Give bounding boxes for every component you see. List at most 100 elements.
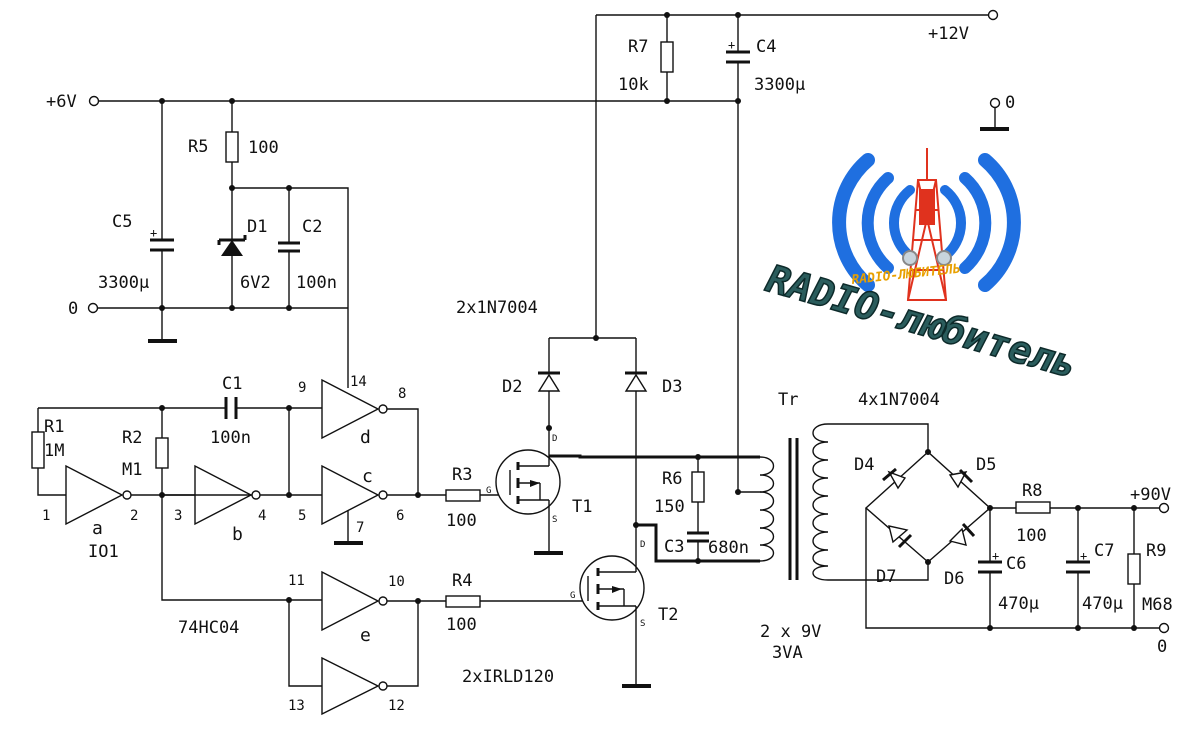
r9-name: R9 bbox=[1146, 541, 1166, 561]
capacitor-c7: + C7 470µ bbox=[1066, 508, 1123, 628]
svg-text:8: 8 bbox=[398, 386, 406, 402]
svg-text:3: 3 bbox=[174, 508, 182, 524]
wire-t1-drain-to-transformer bbox=[549, 454, 760, 459]
resistor-r8: R8 100 bbox=[1015, 481, 1051, 546]
tr-name: Tr bbox=[778, 390, 798, 410]
radio-tower-icon bbox=[902, 148, 952, 301]
resistor-r4: R4 100 bbox=[445, 571, 588, 635]
svg-text:14: 14 bbox=[350, 374, 367, 390]
ground-terminal-top-right: 0 bbox=[980, 93, 1015, 131]
svg-text:G: G bbox=[570, 591, 575, 601]
rail-6v: +6V bbox=[46, 92, 741, 112]
gate-d-label: d bbox=[360, 427, 371, 448]
svg-text:S: S bbox=[640, 619, 645, 629]
r7-value: 10k bbox=[618, 75, 649, 95]
diode-d5 bbox=[948, 468, 974, 489]
rail-zero-left: 0 bbox=[68, 299, 348, 343]
svg-text:13: 13 bbox=[288, 698, 305, 714]
terminal-zero-left[interactable] bbox=[87, 302, 99, 314]
diode-d3: D3 bbox=[624, 338, 682, 525]
capacitor-c4: + C4 3300µ bbox=[726, 15, 805, 101]
mosfet-t2: G D S T2 bbox=[570, 525, 678, 688]
svg-text:5: 5 bbox=[298, 508, 306, 524]
c3-value: 680n bbox=[708, 538, 749, 558]
c6-name: C6 bbox=[1006, 554, 1026, 574]
svg-text:D: D bbox=[640, 540, 645, 550]
wire-transformer-center-tap bbox=[737, 101, 760, 493]
r2-name: R2 bbox=[122, 428, 142, 448]
r6-name: R6 bbox=[662, 469, 682, 489]
resistor-r7: R7 10k bbox=[618, 15, 674, 104]
tr-rating-2: 3VA bbox=[772, 643, 803, 663]
svg-text:12: 12 bbox=[388, 698, 405, 714]
r7-name: R7 bbox=[628, 37, 648, 57]
c5-value: 3300µ bbox=[98, 273, 149, 293]
svg-text:S: S bbox=[552, 515, 557, 525]
svg-text:9: 9 bbox=[298, 380, 306, 396]
c1-name: C1 bbox=[222, 374, 242, 394]
r5-name: R5 bbox=[188, 137, 208, 157]
c4-value: 3300µ bbox=[754, 75, 805, 95]
svg-text:7: 7 bbox=[356, 520, 364, 536]
inverter-gate-b: b 3 4 bbox=[162, 464, 266, 545]
gate-b-label: b bbox=[232, 524, 243, 545]
t1-name: T1 bbox=[572, 497, 592, 517]
wire-secondary-top bbox=[828, 423, 929, 452]
terminal-zero-out[interactable] bbox=[1158, 622, 1170, 634]
svg-text:6: 6 bbox=[396, 508, 404, 524]
resistor-r5: R5 100 bbox=[188, 101, 279, 188]
inverter-gate-f: 13 12 bbox=[288, 601, 419, 716]
radio-lyubitel-logo: RADIO-ЛЮБИТЕЛЬ RADIO-любитель bbox=[761, 148, 1082, 388]
r4-value: 100 bbox=[446, 615, 477, 635]
capacitor-c6: + C6 470µ bbox=[978, 508, 1039, 628]
label-zero-top: 0 bbox=[1005, 93, 1015, 113]
resistor-r2: R2 M1 bbox=[122, 408, 169, 495]
svg-text:+: + bbox=[150, 226, 157, 240]
r3-value: 100 bbox=[446, 511, 477, 531]
d1-value: 6V2 bbox=[240, 273, 271, 293]
svg-text:+: + bbox=[992, 549, 999, 563]
c1-value: 100n bbox=[210, 428, 251, 448]
ic-part: 74HC04 bbox=[178, 618, 239, 638]
gate-a-label: a bbox=[92, 518, 103, 539]
label-zero-left: 0 bbox=[68, 299, 78, 319]
bridge-part: 4x1N7004 bbox=[858, 390, 940, 410]
terminal-90v[interactable] bbox=[1158, 502, 1170, 514]
r8-name: R8 bbox=[1022, 481, 1042, 501]
label-zero-out: 0 bbox=[1157, 637, 1167, 657]
c2-value: 100n bbox=[296, 273, 337, 293]
terminal-12v[interactable] bbox=[987, 9, 999, 21]
capacitor-c1: C1 100n bbox=[162, 374, 289, 448]
t2-name: T2 bbox=[658, 605, 678, 625]
diode-d6 bbox=[948, 522, 976, 546]
d4-name: D4 bbox=[854, 455, 874, 475]
r2-value: M1 bbox=[122, 460, 142, 480]
rail-12v: +12V bbox=[596, 9, 999, 44]
wire-secondary-bottom bbox=[828, 562, 929, 581]
wire-to-gate-e bbox=[161, 495, 322, 601]
c6-value: 470µ bbox=[998, 594, 1039, 614]
wire-t2-drain-to-transformer bbox=[636, 523, 760, 563]
terminal-zero-top[interactable] bbox=[989, 97, 1001, 109]
r6-value: 150 bbox=[654, 497, 685, 517]
r1-name: R1 bbox=[44, 417, 64, 437]
terminal-6v[interactable] bbox=[88, 95, 100, 107]
ic-name: IO1 bbox=[88, 542, 119, 562]
r5-value: 100 bbox=[248, 138, 279, 158]
d7-name: D7 bbox=[876, 567, 896, 587]
d2-name: D2 bbox=[502, 377, 522, 397]
svg-text:D: D bbox=[552, 434, 557, 444]
resistor-r9: R9 M68 bbox=[1127, 508, 1173, 628]
svg-text:10: 10 bbox=[388, 574, 405, 590]
r1-value: 1M bbox=[44, 441, 64, 461]
inverter-gate-e: e 11 10 bbox=[288, 570, 446, 646]
svg-text:2: 2 bbox=[130, 508, 138, 524]
r9-value: M68 bbox=[1142, 595, 1173, 615]
capacitor-c5: + C5 3300µ bbox=[98, 101, 174, 308]
label-6v: +6V bbox=[46, 92, 77, 112]
c4-name: C4 bbox=[756, 37, 776, 57]
d6-name: D6 bbox=[944, 569, 964, 589]
wire-to-gate-f bbox=[288, 600, 322, 687]
transistor-part: 2xIRLD120 bbox=[462, 667, 554, 687]
zener-diode-d1: D1 6V2 bbox=[217, 188, 271, 308]
